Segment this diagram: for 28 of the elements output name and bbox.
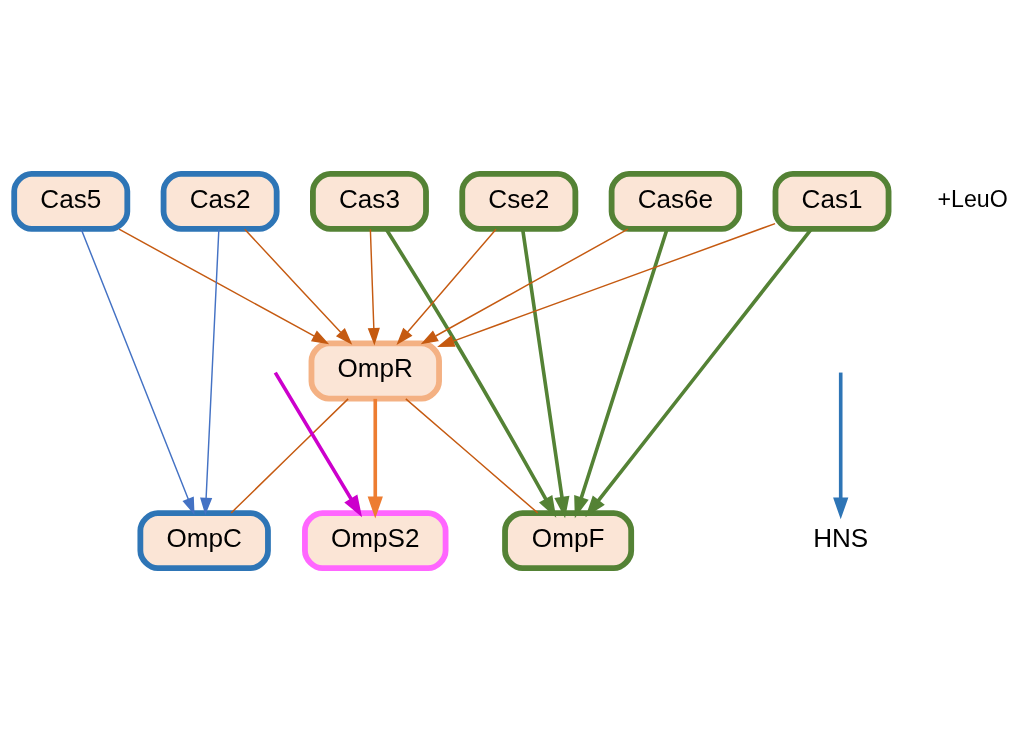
arrow <box>200 227 220 515</box>
arrow <box>420 228 629 344</box>
node-box: Cas2 <box>160 170 280 232</box>
node-box: OmpR <box>308 340 442 401</box>
connector <box>405 397 539 514</box>
label: +LeuO <box>937 185 1008 212</box>
arrow <box>367 398 383 518</box>
node-box: OmpS2 <box>302 509 449 571</box>
arrow <box>80 227 195 515</box>
arrow <box>574 228 669 518</box>
node-box: Cas6e <box>608 170 743 232</box>
arrow <box>118 228 330 344</box>
arrow <box>396 228 497 345</box>
node-text: HNS <box>813 522 869 553</box>
connector <box>230 397 349 514</box>
arrow <box>384 227 557 518</box>
arrow <box>273 371 363 517</box>
arrow <box>520 228 570 518</box>
node-box: Cas3 <box>310 170 429 232</box>
arrow <box>833 372 849 519</box>
node-box: OmpC <box>137 509 271 571</box>
arrow <box>437 222 776 347</box>
arrow <box>367 228 380 345</box>
node-box: Cas1 <box>772 170 892 232</box>
node-box: OmpF <box>502 509 635 571</box>
arrow <box>243 228 353 345</box>
node-box: Cas5 <box>11 170 131 232</box>
node-box: Cse2 <box>459 170 579 232</box>
